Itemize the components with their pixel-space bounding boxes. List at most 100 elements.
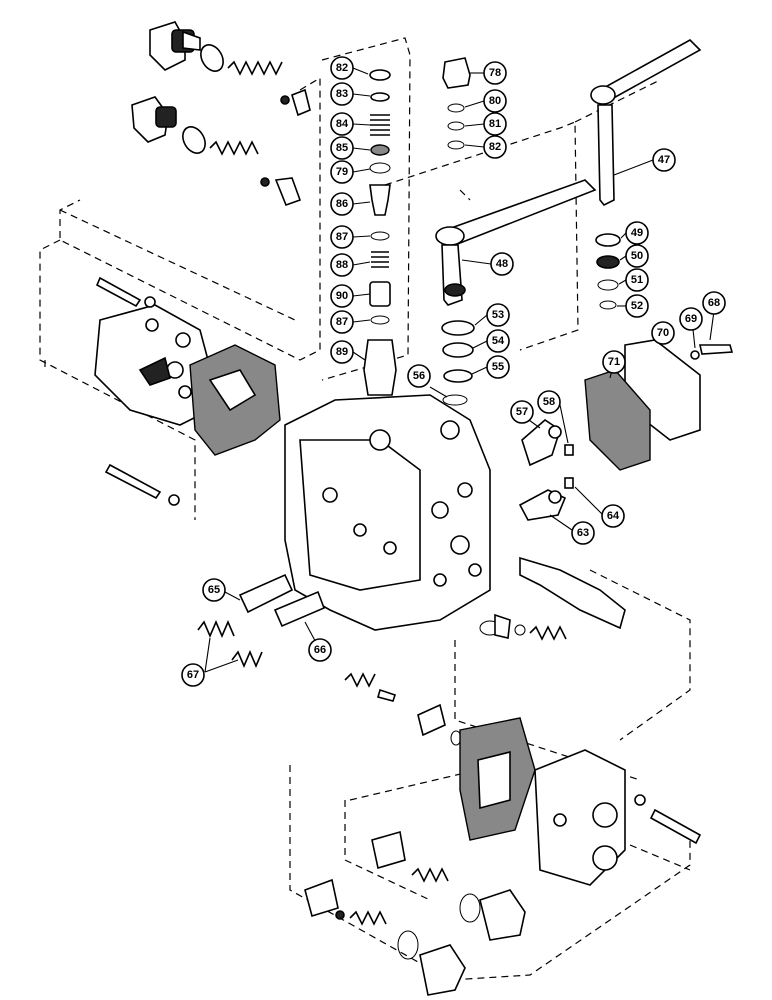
callout-number: 57 — [516, 406, 528, 418]
callout-circle — [601, 504, 625, 528]
callout-number: 58 — [543, 396, 555, 408]
callout-number: 51 — [631, 274, 643, 286]
callout-number: 78 — [489, 67, 501, 79]
callout-circle — [202, 578, 226, 602]
callout-80: 80 — [483, 89, 507, 113]
callout-number: 48 — [496, 258, 508, 270]
callout-number: 83 — [336, 88, 348, 100]
callout-circle — [330, 56, 354, 80]
callout-number: 66 — [314, 644, 326, 656]
callout-circle — [483, 61, 507, 85]
callout-number: 87 — [336, 316, 348, 328]
callout-circle — [330, 192, 354, 216]
callout-circle — [651, 321, 675, 345]
callout-number: 69 — [685, 313, 697, 325]
callout-number: 70 — [657, 327, 669, 339]
right-cover-plate — [584, 339, 734, 471]
relief-valve-assembly-bottom-lower — [304, 878, 466, 996]
callout-number: 50 — [631, 250, 643, 262]
callout-number: 88 — [336, 259, 348, 271]
callout-circle — [330, 310, 354, 334]
callout-number: 82 — [489, 141, 501, 153]
callout-circle — [571, 521, 595, 545]
left-bolt-lower — [104, 463, 180, 506]
cam-57 — [521, 418, 574, 467]
plug-stack — [442, 57, 471, 150]
callout-circle — [486, 303, 510, 327]
callout-circle — [330, 225, 354, 249]
callout-49: 49 — [625, 221, 649, 245]
callout-circle — [602, 350, 626, 374]
callout-circle — [652, 148, 676, 172]
callout-number: 65 — [208, 584, 220, 596]
lower-spring-pin-parts — [344, 672, 462, 746]
callout-number: 47 — [658, 154, 670, 166]
callout-78: 78 — [483, 61, 507, 85]
callout-number: 86 — [336, 198, 348, 210]
callout-69: 69 — [679, 307, 703, 331]
callout-circle — [537, 390, 561, 414]
callout-circle — [510, 400, 534, 424]
callout-48: 48 — [490, 252, 514, 276]
callout-86: 86 — [330, 192, 354, 216]
callout-number: 56 — [413, 370, 425, 382]
callout-circle — [407, 364, 431, 388]
callout-circle — [330, 82, 354, 106]
callout-number: 64 — [607, 510, 620, 522]
right-spool — [479, 556, 626, 641]
callout-circle — [486, 329, 510, 353]
callout-67: 67 — [181, 663, 205, 687]
callout-circle — [483, 135, 507, 159]
seal-stack-49-52 — [595, 233, 621, 310]
control-lever-48 — [435, 179, 597, 306]
valve-body-housing — [284, 394, 491, 631]
callout-circle — [330, 112, 354, 136]
callout-71: 71 — [602, 350, 626, 374]
left-gasket — [189, 344, 281, 456]
callout-number: 80 — [489, 95, 501, 107]
callout-66: 66 — [308, 638, 332, 662]
callout-number: 63 — [577, 527, 589, 539]
cam-63 — [518, 477, 574, 521]
callout-79: 79 — [330, 160, 354, 184]
callout-circle — [330, 284, 354, 308]
callout-circle — [330, 253, 354, 277]
callout-circle — [181, 663, 205, 687]
callout-number: 82 — [336, 62, 348, 74]
callout-54: 54 — [486, 329, 510, 353]
callout-number: 87 — [336, 231, 348, 243]
callout-90: 90 — [330, 284, 354, 308]
callout-number: 79 — [336, 166, 348, 178]
callout-number: 52 — [631, 300, 643, 312]
callout-55: 55 — [486, 355, 510, 379]
lower-right-bolt — [634, 794, 702, 845]
callout-57: 57 — [510, 400, 534, 424]
piston-65-spring — [197, 573, 294, 639]
control-lever-47 — [590, 39, 702, 207]
callout-87: 87 — [330, 225, 354, 249]
center-valve-stack — [363, 69, 397, 396]
callout-circle — [330, 136, 354, 160]
callout-number: 89 — [336, 346, 348, 358]
callout-50: 50 — [625, 244, 649, 268]
callout-circle — [330, 340, 354, 364]
callout-85: 85 — [330, 136, 354, 160]
callout-circle — [483, 89, 507, 113]
callout-81: 81 — [483, 112, 507, 136]
callout-47: 47 — [652, 148, 676, 172]
callout-68: 68 — [702, 291, 726, 315]
callout-number: 53 — [492, 309, 504, 321]
callout-51: 51 — [625, 268, 649, 292]
callout-87: 87 — [330, 310, 354, 334]
callout-circle — [625, 244, 649, 268]
callout-circle — [486, 355, 510, 379]
callout-70: 70 — [651, 321, 675, 345]
callout-number: 84 — [336, 118, 349, 130]
callout-number: 54 — [492, 335, 505, 347]
callout-circle — [490, 252, 514, 276]
seal-stack-53-56 — [441, 320, 475, 406]
piston-66-spring — [231, 590, 326, 669]
callout-number: 71 — [608, 356, 620, 368]
callout-number: 67 — [187, 669, 199, 681]
lower-gasket — [459, 717, 536, 841]
